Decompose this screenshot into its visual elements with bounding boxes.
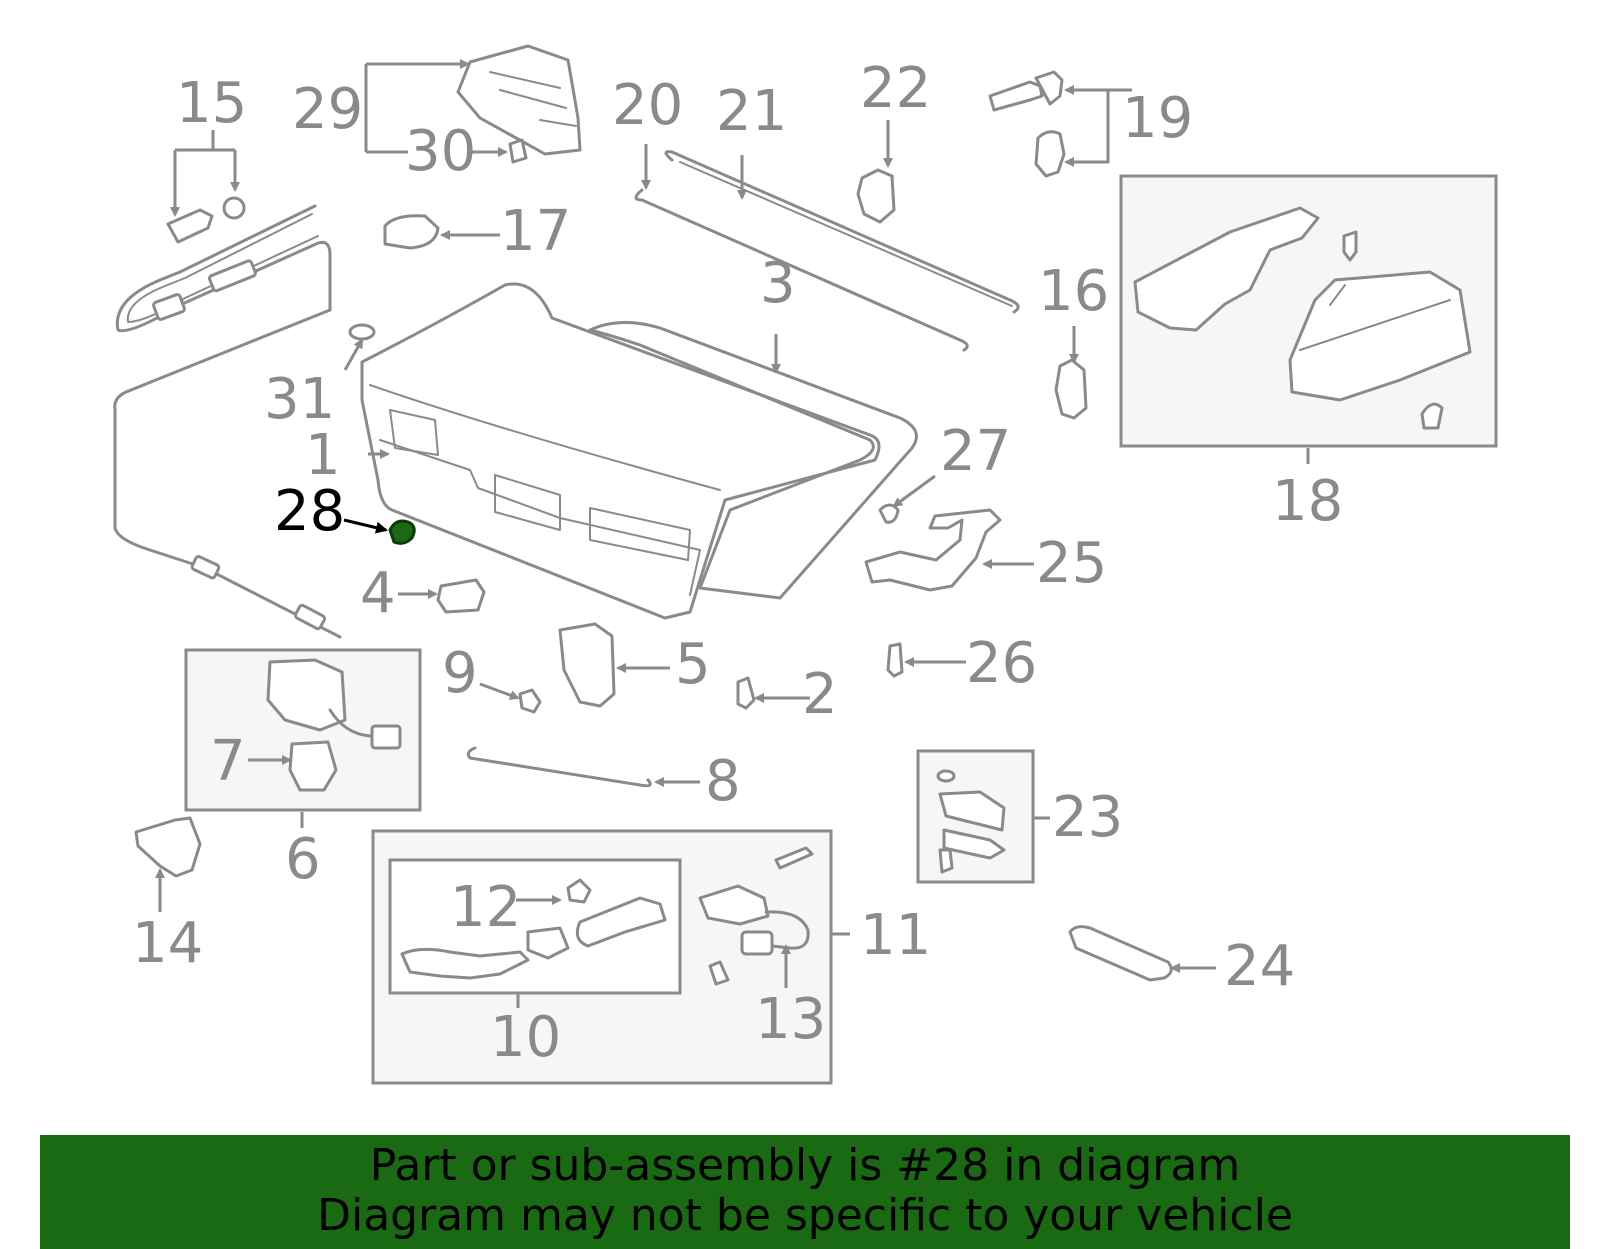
part-23d [936,769,956,783]
part-23c [938,848,954,874]
part-9 [518,688,542,714]
part-2 [736,676,756,710]
trunk-lid-recess-1 [389,409,439,456]
banner-line-2: Diagram may not be specific to your vehi… [317,1190,1293,1241]
plug-ring [222,196,246,220]
callout-17: 17 [500,199,571,264]
part-22 [856,168,896,224]
bolt-18 [1342,230,1358,262]
trunk-lid-recess-2 [494,474,561,531]
callout-30: 30 [405,119,476,184]
callout-16: 16 [1038,259,1109,324]
plug-13 [740,930,774,956]
part-30 [508,138,528,164]
latch-6-plug [370,724,402,750]
callout-26: 26 [966,631,1037,696]
callout-23: 23 [1052,785,1123,850]
latch-18b [1288,270,1472,402]
screw-11 [774,846,814,870]
callout-29: 29 [292,77,363,142]
part-16 [1054,358,1088,420]
info-banner: Part or sub-assembly is #28 in diagram D… [40,1135,1570,1249]
part-24 [1068,925,1173,982]
solenoid-13 [698,884,770,926]
clip-11 [708,960,730,986]
callout-28: 28 [274,479,345,544]
part-17 [383,214,440,250]
part-29-detail [489,71,577,127]
callout-20: 20 [612,73,683,138]
latch-18b-top [1299,284,1451,351]
release-cable [113,204,342,639]
part-23b [942,828,1006,860]
cylinder-10 [575,896,667,948]
part-14 [134,816,202,878]
support-rod-20 [634,188,969,352]
callout-25: 25 [1036,531,1107,596]
part-7 [288,740,338,792]
weatherstrip [588,320,918,600]
callout-2: 2 [802,662,838,727]
callout-10: 10 [490,1005,561,1070]
callout-22: 22 [860,56,931,121]
latch-6 [266,658,347,732]
part-27 [878,503,900,524]
callout-27: 27 [940,419,1011,484]
callout-9: 9 [442,641,478,706]
cylinder-19 [1034,130,1066,178]
cable-fitting [152,293,186,321]
trunk-lid [360,282,881,620]
key-19 [988,80,1044,112]
latch-18a [1133,206,1320,332]
cable-plug [166,208,214,244]
latch-6-connector [328,708,400,742]
callout-5: 5 [675,632,711,697]
callout-15: 15 [176,71,247,136]
part-29 [456,44,582,156]
key-10 [400,947,530,980]
trunk-lid-recess-3 [589,507,691,561]
callout-12: 12 [450,875,521,940]
callout-3: 3 [760,251,796,316]
callout-11: 11 [860,903,931,968]
callout-7: 7 [210,729,246,794]
callout-21: 21 [716,79,787,144]
callout-24: 24 [1224,934,1295,999]
part-23a [938,790,1006,832]
callout-4: 4 [360,561,396,626]
callout-6: 6 [285,827,321,892]
support-rod-21 [664,150,1020,314]
cable-fitting-2 [208,259,257,293]
key-19b [1034,70,1064,106]
hinge-25 [864,508,1002,592]
callout-14: 14 [132,911,203,976]
callout-19: 19 [1122,86,1193,151]
leader-lines [155,59,1310,1008]
part-12 [566,878,592,904]
callout-13: 13 [755,987,826,1052]
part-31 [348,323,376,341]
trunk-lid-top-edge [369,384,721,491]
trunk-lid-panel [379,439,701,596]
cylinder-10b [526,926,570,960]
callout-18: 18 [1272,469,1343,534]
part-4 [436,578,486,614]
wire-13 [764,910,810,950]
callout-1: 1 [305,423,341,488]
cable-fitting-3 [190,555,221,580]
cable-end [293,603,327,631]
rod-8 [466,746,652,788]
support-rod-21b [679,161,1013,307]
part-26 [886,642,904,678]
callout-8: 8 [705,749,741,814]
banner-line-1: Part or sub-assembly is #28 in diagram [369,1140,1241,1191]
part-28-highlight [388,519,416,545]
clip-18 [1420,402,1444,430]
callout-31: 31 [264,367,335,432]
part-5 [558,622,616,708]
